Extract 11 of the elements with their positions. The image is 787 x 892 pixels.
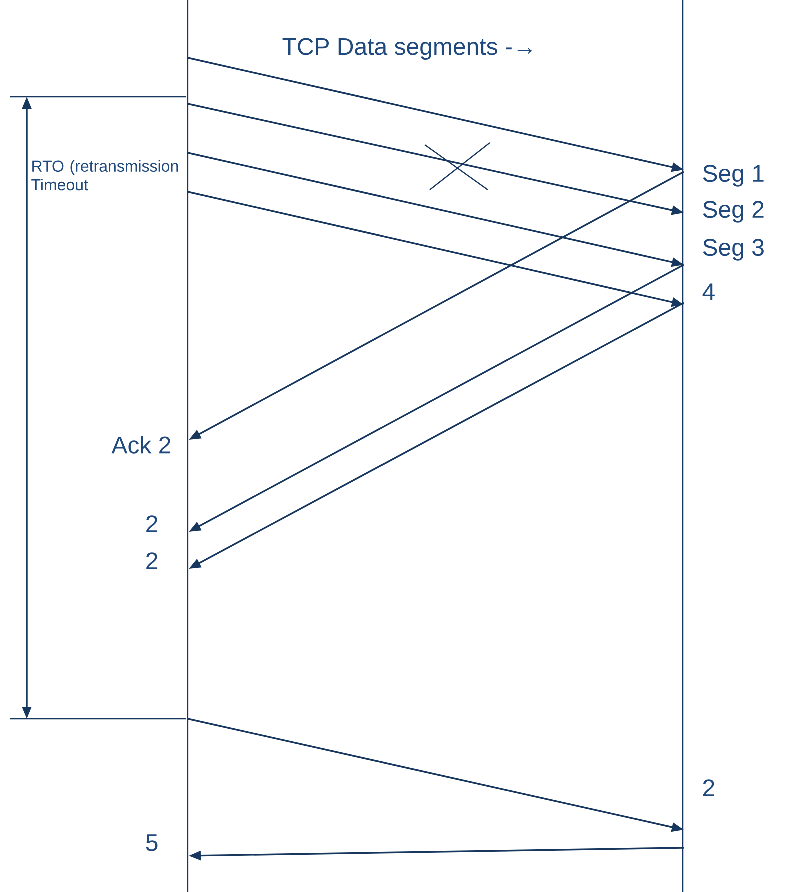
message-label: 4: [702, 284, 715, 300]
message-label: 5: [146, 834, 158, 852]
message-label: 2: [146, 552, 158, 570]
message-label: Ack 2: [112, 436, 171, 454]
message-label: Seg 2: [703, 201, 764, 223]
timeout-label: RTO (retransmission Timeout: [32, 160, 178, 191]
message-label: Seg 1: [703, 165, 764, 187]
message-label: 2: [703, 780, 714, 796]
heading: TCP Data segments -→: [282, 38, 532, 60]
message-label: 2: [146, 516, 158, 532]
message-label: Seg 3: [703, 239, 764, 261]
